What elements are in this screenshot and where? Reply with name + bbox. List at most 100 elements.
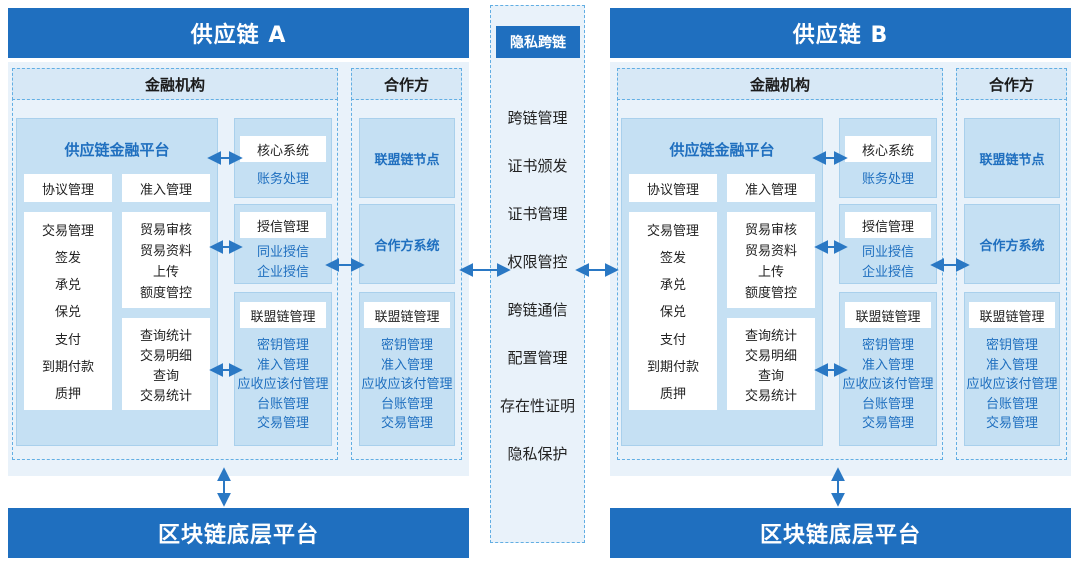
chain-a-partner-header: 合作方 — [351, 68, 462, 100]
privacy-title: 隐私跨链 — [496, 26, 580, 58]
chain-a-platform-title: 供应链金融平台 — [64, 141, 170, 159]
chain-a-finance-header: 金融机构 — [12, 68, 338, 100]
list-item: 交易明细 — [744, 348, 797, 364]
list-item: 贸易资料 — [139, 244, 192, 259]
chain-a-credit-label: 授信管理 — [240, 212, 326, 238]
chain-b-base-platform: 区块链底层平台 — [610, 508, 1071, 558]
list-item: 承兑 — [659, 278, 686, 294]
list-item: 权限管控 — [507, 253, 568, 271]
list-item: 交易管理 — [256, 416, 309, 431]
chain-a-alliance-label: 联盟链管理 — [240, 302, 326, 328]
list-item: 贸易资料 — [744, 244, 797, 259]
chain-b-core-items: 账务处理 — [839, 170, 937, 190]
list-item: 贸易审核 — [744, 223, 797, 238]
list-item: 企业授信 — [861, 264, 914, 280]
chain-a-alliance-items: 密钥管理 准入管理 应收应该付管理 台账管理 交易管理 — [223, 336, 343, 434]
list-item: 交易管理 — [985, 416, 1038, 431]
chain-b-alliance-items: 密钥管理 准入管理 应收应该付管理 台账管理 交易管理 — [828, 336, 948, 434]
chain-b-agreement-mgmt: 协议管理 — [629, 174, 717, 202]
chain-a-query-list: 查询统计 交易明细 查询 交易统计 — [122, 318, 210, 410]
list-item: 贸易审核 — [139, 223, 192, 238]
list-item: 交易管理 — [41, 224, 94, 240]
chain-b-access-mgmt: 准入管理 — [727, 174, 815, 202]
list-item: 密钥管理 — [256, 338, 309, 353]
chain-a-partner-alliance-items: 密钥管理 准入管理 应收应该付管理 台账管理 交易管理 — [347, 336, 467, 434]
chain-a-core-items: 账务处理 — [234, 170, 332, 190]
chain-b-core-label: 核心系统 — [845, 136, 931, 162]
list-item: 准入管理 — [380, 357, 433, 373]
list-item: 查询统计 — [744, 328, 797, 344]
chain-a-core-label: 核心系统 — [240, 136, 326, 162]
list-item: 同业授信 — [256, 245, 309, 260]
list-item: 应收应该付管理 — [842, 377, 934, 392]
privacy-list: 跨链管理 证书颁发 证书管理 权限管控 跨链通信 配置管理 存在性证明 隐私保护 — [490, 0, 585, 564]
list-item: 到期付款 — [41, 359, 94, 375]
list-item: 查询 — [757, 368, 784, 384]
list-item: 台账管理 — [380, 396, 433, 412]
chain-a-credit-items: 同业授信 企业授信 — [234, 243, 332, 282]
list-item: 支付 — [54, 332, 81, 348]
list-item: 额度管控 — [744, 286, 797, 301]
chain-b-partner-system: 合作方系统 — [964, 204, 1060, 284]
list-item: 应收应该付管理 — [966, 377, 1058, 392]
list-item: 同业授信 — [861, 245, 914, 260]
list-item: 额度管控 — [139, 286, 192, 301]
list-item: 证书颁发 — [507, 157, 568, 175]
chain-a-title: 供应链 A — [8, 8, 469, 58]
chain-a-partner-alliance-label: 联盟链管理 — [364, 302, 450, 328]
list-item: 准入管理 — [861, 357, 914, 373]
chain-a-trade-list: 交易管理 签发 承兑 保兑 支付 到期付款 质押 — [24, 212, 112, 410]
list-item: 质押 — [54, 386, 81, 402]
chain-b-trade-list: 交易管理 签发 承兑 保兑 支付 到期付款 质押 — [629, 212, 717, 410]
list-item: 隐私保护 — [507, 445, 568, 463]
list-item: 准入管理 — [985, 357, 1038, 373]
list-item: 上传 — [152, 265, 179, 280]
list-item: 交易明细 — [139, 348, 192, 364]
list-item: 签发 — [54, 251, 81, 267]
chain-b-query-list: 查询统计 交易明细 查询 交易统计 — [727, 318, 815, 410]
list-item: 台账管理 — [256, 396, 309, 412]
list-item: 证书管理 — [507, 205, 568, 223]
list-item: 交易统计 — [139, 388, 192, 404]
chain-a-access-mgmt: 准入管理 — [122, 174, 210, 202]
list-item: 应收应该付管理 — [361, 377, 453, 392]
list-item: 交易管理 — [861, 416, 914, 431]
list-item: 台账管理 — [861, 396, 914, 412]
chain-b-platform-title: 供应链金融平台 — [669, 141, 775, 159]
list-item: 应收应该付管理 — [237, 377, 329, 392]
list-item: 密钥管理 — [985, 338, 1038, 353]
list-item: 企业授信 — [256, 264, 309, 280]
chain-b-review-list: 贸易审核 贸易资料 上传 额度管控 — [727, 212, 815, 308]
chain-b-partner-node: 联盟链节点 — [964, 118, 1060, 198]
list-item: 上传 — [757, 265, 784, 280]
list-item: 准入管理 — [256, 357, 309, 373]
list-item: 配置管理 — [507, 349, 568, 367]
chain-a-agreement-mgmt: 协议管理 — [24, 174, 112, 202]
list-item: 台账管理 — [985, 396, 1038, 412]
list-item: 密钥管理 — [380, 338, 433, 353]
chain-b-title: 供应链 B — [610, 8, 1071, 58]
list-item: 查询 — [152, 368, 179, 384]
chain-b-partner-alliance-label: 联盟链管理 — [969, 302, 1055, 328]
chain-b-credit-label: 授信管理 — [845, 212, 931, 238]
list-item: 账务处理 — [861, 172, 914, 187]
chain-a-review-list: 贸易审核 贸易资料 上传 额度管控 — [122, 212, 210, 308]
list-item: 签发 — [659, 251, 686, 267]
list-item: 跨链通信 — [507, 301, 568, 319]
list-item: 查询统计 — [139, 328, 192, 344]
chain-b-alliance-label: 联盟链管理 — [845, 302, 931, 328]
list-item: 承兑 — [54, 278, 81, 294]
chain-a-partner-system: 合作方系统 — [359, 204, 455, 284]
chain-a-partner-node: 联盟链节点 — [359, 118, 455, 198]
list-item: 到期付款 — [646, 359, 699, 375]
chain-b-partner-alliance-items: 密钥管理 准入管理 应收应该付管理 台账管理 交易管理 — [952, 336, 1072, 434]
chain-b-finance-header: 金融机构 — [617, 68, 943, 100]
list-item: 账务处理 — [256, 172, 309, 187]
chain-a-base-platform: 区块链底层平台 — [8, 508, 469, 558]
chain-b-credit-items: 同业授信 企业授信 — [839, 243, 937, 282]
list-item: 跨链管理 — [507, 109, 568, 127]
list-item: 支付 — [659, 332, 686, 348]
list-item: 交易管理 — [646, 224, 699, 240]
list-item: 质押 — [659, 386, 686, 402]
